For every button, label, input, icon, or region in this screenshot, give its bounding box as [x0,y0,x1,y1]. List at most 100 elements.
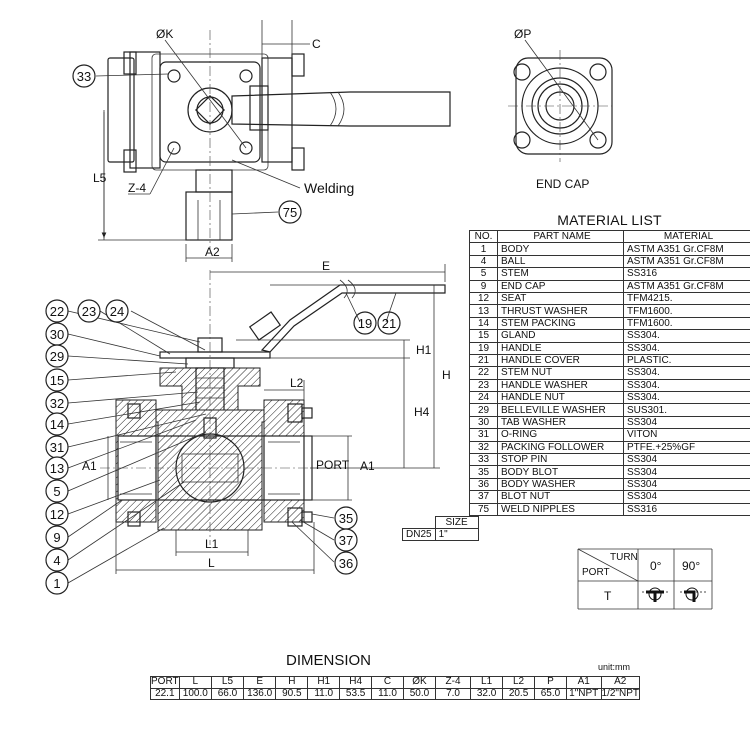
header-material: MATERIAL [623,229,750,244]
part-name: STEM PACKING [497,316,624,331]
part-name: BODY [497,242,624,256]
callout-9: 9 [53,530,60,545]
part-name: END CAP [497,279,624,293]
op-label: ØP [514,27,531,41]
callout-5-circle [45,479,69,503]
part-name: STOP PIN [497,453,624,467]
callout-32: 32 [50,396,64,411]
dim-header: Z-4 [434,676,472,689]
turn-table: TURN PORT 0° 90° T [578,549,712,609]
part-name: TAB WASHER [497,415,624,430]
part-no: 21 [469,353,498,368]
part-name: THRUST WASHER [497,304,624,318]
callout-35: 35 [339,511,353,526]
callout-19: 19 [358,316,372,331]
part-material: SS304 [623,415,750,430]
dim-header: A2 [600,676,641,689]
part-no: 33 [469,453,498,467]
part-name: BLOT NUT [497,490,624,504]
callout-12: 12 [50,507,64,522]
part-no: 30 [469,415,498,430]
dim-value: 136.0 [242,687,277,700]
callout-36: 36 [339,556,353,571]
port-label: PORT [316,458,350,472]
callout-24-circle [105,299,129,323]
part-material: SS304. [623,341,750,355]
dim-header: H [275,676,309,689]
dim-value: 50.0 [402,687,436,700]
callout-13: 13 [50,461,64,476]
header-no: NO. [469,229,498,244]
callout-37: 37 [339,533,353,548]
callout-14-circle [45,412,69,436]
callout-4: 4 [53,553,60,568]
c-label: C [312,37,321,51]
header-part-name: PART NAME [497,229,624,244]
part-material: SS304 [623,453,750,467]
part-material: ASTM A351 Gr.CF8M [623,254,750,269]
callout-29-circle [45,344,69,368]
callout-24: 24 [110,304,124,319]
part-no: 9 [469,279,498,293]
dim-value: 1/2"NPT [600,687,641,700]
dim-header: A1 [565,676,602,689]
dim-value: 1"NPT [565,687,602,700]
deg0-label: 0° [650,559,662,573]
dim-value: 100.0 [178,687,213,700]
dim-header: L [178,676,213,689]
part-name: HANDLE NUT [497,391,624,405]
part-no: 36 [469,477,498,492]
part-no: 29 [469,403,498,417]
part-no: 13 [469,304,498,318]
part-no: 19 [469,341,498,355]
dim-value: 53.5 [339,687,373,700]
callout-31: 31 [50,440,64,455]
port-t-label: T [604,589,612,603]
a1-left-label: A1 [82,459,97,473]
a1-right-label: A1 [360,459,375,473]
e-label: E [322,259,330,273]
dimension-unit: unit:mm [598,662,631,672]
a2-label: A2 [205,245,220,259]
part-name: BODY WASHER [497,477,624,492]
callout-13-circle [45,456,69,480]
l-label: L [208,556,215,570]
dim-value: 20.5 [502,687,536,700]
part-name: BODY BLOT [497,465,624,479]
callout-37-circle [334,528,358,552]
part-material: VITON [623,428,750,442]
part-no: 23 [469,378,498,393]
dim-header: PORT [150,676,180,689]
part-material: SS304. [623,378,750,393]
callout-9-circle [45,525,69,549]
part-no: 75 [469,502,498,517]
part-material: ASTM A351 Gr.CF8M [623,242,750,256]
port-0-symbol [642,587,668,602]
callout-15: 15 [50,373,64,388]
part-name: O-RING [497,428,624,442]
part-name: WELD NIPPLES [497,502,624,517]
part-no: 5 [469,267,498,281]
part-material: SS304 [623,477,750,492]
part-material: SS304. [623,329,750,343]
part-material: TFM1600. [623,304,750,318]
part-no: 31 [469,428,498,442]
part-no: 37 [469,490,498,504]
dim-header: H1 [307,676,341,689]
part-material: SS304 [623,490,750,504]
dim-value: 65.0 [534,687,567,700]
part-material: PLASTIC. [623,353,750,368]
callout-33: 33 [77,69,91,84]
h4-label: H4 [414,405,430,419]
